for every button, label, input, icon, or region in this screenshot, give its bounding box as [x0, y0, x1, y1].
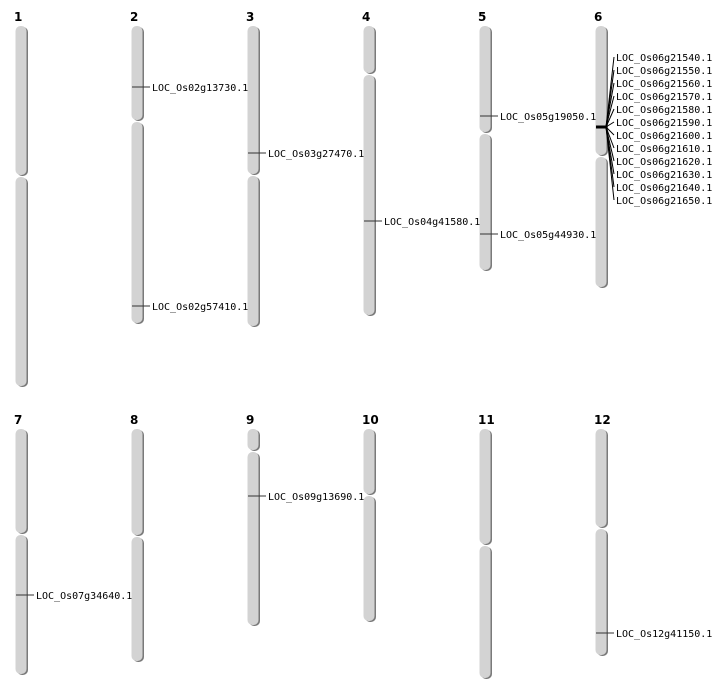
chromosome-long-arm	[15, 535, 27, 674]
chromosome-short-arm	[595, 26, 607, 155]
chromosome-long-arm	[247, 176, 259, 326]
chromosome-number: 5	[478, 10, 486, 24]
chromosome-number: 7	[14, 413, 22, 427]
gene-label: LOC_Os06g21540.1	[616, 53, 712, 64]
gene-connector-line	[605, 126, 615, 201]
gene-label: LOC_Os06g21600.1	[616, 131, 712, 142]
gene-label: LOC_Os06g21580.1	[616, 105, 712, 116]
chromosome-short-arm	[595, 429, 607, 527]
chromosome-1: 1	[14, 10, 28, 387]
chromosome-short-arm	[247, 26, 259, 174]
chromosome-number: 9	[246, 413, 254, 427]
chromosome-long-arm	[131, 122, 143, 323]
chromosome-long-arm	[131, 537, 143, 661]
chromosome-short-arm	[479, 429, 491, 544]
chromosome-short-arm	[131, 26, 143, 120]
chromosome-short-arm	[247, 429, 259, 450]
gene-label: LOC_Os05g44930.1	[500, 230, 596, 241]
chromosome-short-arm	[363, 429, 375, 494]
gene-label: LOC_Os07g34640.1	[36, 591, 132, 602]
gene-label: LOC_Os06g21610.1	[616, 144, 712, 155]
chromosome-short-arm	[363, 26, 375, 73]
gene-label: LOC_Os05g19050.1	[500, 112, 596, 123]
gene-label: LOC_Os06g21630.1	[616, 170, 712, 181]
gene-label: LOC_Os09g13690.1	[268, 492, 364, 503]
chromosome-long-arm	[595, 529, 607, 655]
chromosome-number: 12	[594, 413, 611, 427]
chromosome-long-arm	[363, 496, 375, 621]
chromosome-long-arm	[595, 157, 607, 287]
chromosome-number: 6	[594, 10, 602, 24]
gene-connector-line	[605, 95, 615, 128]
gene-label: LOC_Os06g21620.1	[616, 157, 712, 168]
gene-connector-line	[605, 126, 615, 136]
chromosome-short-arm	[15, 429, 27, 533]
gene-label: LOC_Os02g13730.1	[152, 83, 248, 94]
chromosome-11: 11	[478, 413, 495, 679]
chromosome-10: 10	[362, 413, 379, 622]
chromosome-8: 8	[130, 413, 144, 662]
chromosome-6: 6LOC_Os06g21540.1LOC_Os06g21550.1LOC_Os0…	[594, 10, 712, 288]
chromosome-long-arm	[363, 75, 375, 315]
gene-label: LOC_Os06g21640.1	[616, 183, 712, 194]
chromosome-long-arm	[479, 134, 491, 270]
gene-label: LOC_Os06g21560.1	[616, 79, 712, 90]
chromosome-long-arm	[247, 452, 259, 625]
chromosome-number: 3	[246, 10, 254, 24]
chromosome-short-arm	[479, 26, 491, 132]
gene-label: LOC_Os06g21570.1	[616, 92, 712, 103]
gene-connector-line	[605, 121, 615, 128]
gene-connector-line	[605, 108, 615, 128]
chromosome-short-arm	[15, 26, 27, 175]
gene-label: LOC_Os06g21550.1	[616, 66, 712, 77]
gene-label: LOC_Os12g41150.1	[616, 629, 712, 640]
chromosome-number: 2	[130, 10, 138, 24]
chromosome-number: 11	[478, 413, 495, 427]
gene-label: LOC_Os06g21590.1	[616, 118, 712, 129]
chromosome-long-arm	[479, 546, 491, 678]
chromosome-number: 4	[362, 10, 370, 24]
chromosome-number: 10	[362, 413, 379, 427]
gene-label: LOC_Os02g57410.1	[152, 302, 248, 313]
chromosome-number: 8	[130, 413, 138, 427]
chromosome-short-arm	[131, 429, 143, 535]
gene-label: LOC_Os04g41580.1	[384, 217, 480, 228]
gene-label: LOC_Os03g27470.1	[268, 149, 364, 160]
chromosome-long-arm	[15, 177, 27, 386]
gene-label: LOC_Os06g21650.1	[616, 196, 712, 207]
gene-connector-line	[605, 82, 615, 128]
chromosome-number: 1	[14, 10, 22, 24]
